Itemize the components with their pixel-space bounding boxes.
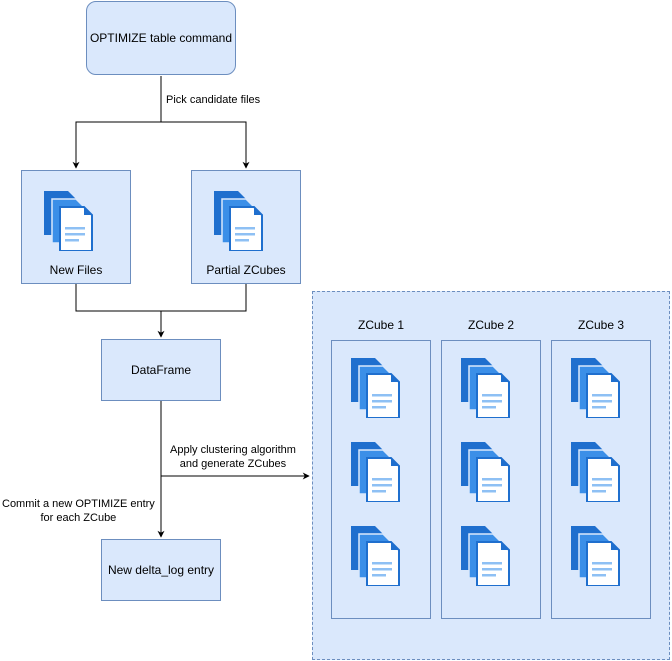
file-stack-icon (571, 442, 620, 502)
file-stack-icon (461, 442, 510, 502)
apply-clustering-line1: Apply clustering algorithm (170, 444, 296, 456)
apply-clustering-label: Apply clustering algorithm and generate … (170, 443, 296, 471)
file-stack-icon (214, 191, 263, 251)
partial-zcubes-node: Partial ZCubes (191, 170, 301, 284)
optimize-command-label: OPTIMIZE table command (89, 31, 233, 45)
commit-entry-label: Commit a new OPTIMIZE entry for each ZCu… (2, 497, 155, 525)
file-stack-icon (351, 358, 400, 418)
file-stack-icon (571, 526, 620, 586)
file-stack-icon (351, 526, 400, 586)
file-stack-icon (44, 191, 93, 251)
partial-zcubes-label: Partial ZCubes (206, 263, 286, 277)
edge-pick-candidate-files (72, 76, 162, 169)
edge-to-partial-zcubes (161, 121, 250, 169)
zcube-title: ZCube 2 (467, 318, 515, 332)
apply-clustering-line2: and generate ZCubes (179, 458, 287, 470)
edge-new-files-to-dataframe (75, 284, 165, 338)
commit-entry-line1: Commit a new OPTIMIZE entry (2, 498, 155, 510)
delta-log-label: New delta_log entry (107, 563, 215, 577)
edge-partial-to-dataframe (161, 284, 247, 312)
optimize-command-node: OPTIMIZE table command (86, 1, 236, 75)
file-stack-icon (461, 526, 510, 586)
new-files-node: New Files (21, 170, 131, 284)
delta-log-node: New delta_log entry (101, 539, 221, 601)
commit-entry-line2: for each ZCube (40, 512, 117, 524)
file-stack-icon (571, 358, 620, 418)
new-files-label: New Files (49, 263, 103, 277)
zcube-title: ZCube 1 (357, 318, 405, 332)
dataframe-node: DataFrame (101, 339, 221, 401)
zcube-title: ZCube 3 (577, 318, 625, 332)
pick-candidate-files-label: Pick candidate files (166, 93, 261, 107)
file-stack-icon (461, 358, 510, 418)
file-stack-icon (351, 442, 400, 502)
dataframe-label: DataFrame (130, 363, 192, 377)
